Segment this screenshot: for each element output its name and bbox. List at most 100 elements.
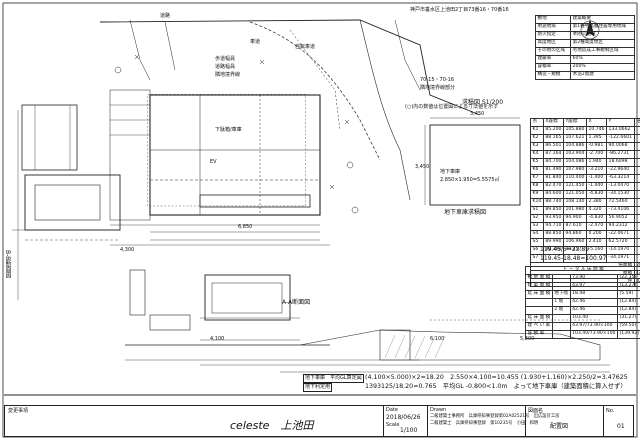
area-calc-title: 求積図 S1/200 [462,99,504,106]
coord-cell: 56.9052 [606,214,635,223]
date-value: 2018/06/26 [386,414,421,421]
coord-cell: 84.700 [542,158,564,167]
section-sub-label-2: 地下利定用 [303,383,333,392]
coord-cell: -2.470 [585,222,608,231]
coord-cell: S1 [530,206,544,215]
summary-table: 敷地建築概要用途地域第1種中高層住居専用地域防火指定準防火地域高度地区第2種高度… [534,15,635,80]
coord-cell: 87.164 [542,150,564,159]
dim-sheet-left: 4,300 [120,247,135,253]
floor-cell: 延 床 面 積 [525,290,553,299]
summary-cell: 構造・規模 [534,71,572,80]
left-section-label: B-B断面図 [4,250,11,279]
floor-cell: (12.84) [616,306,640,315]
coord-cell: 82.470 [542,182,564,191]
coord-cell-empty [633,142,640,151]
coord-cell: 107.621 [562,134,587,143]
coord-header-cell: 点 [530,118,544,127]
summary-cell: 用途地域 [534,23,572,32]
coord-cell: K3 [530,142,544,151]
coord-cell: 81.840 [542,174,564,183]
coord-cell-empty [633,214,640,223]
coord-cell: -63.3214 [606,174,635,183]
coord-header-cell: Y座標 [562,118,587,127]
coord-cell: 72.5460 [606,198,635,207]
coord-cell: 2.410 [585,238,608,247]
floor-cell: 1 階 [551,298,571,307]
coord-cell: 105.880 [562,126,587,135]
coord-cell: -22.9640 [606,166,635,175]
floor-cell: 73.90 [569,274,618,283]
summary-cell: その他の区域 [534,47,572,56]
coord-header-cell: X座標 [542,118,564,127]
coord-cell: S3 [530,222,544,231]
coord-cell: 133.0662 [606,126,635,135]
coord-cell: -5.160 [585,246,608,255]
floor-cell [551,282,571,291]
coord-cell-empty [633,134,640,143]
coord-cell-empty [633,166,640,175]
coord-cell: K8 [530,182,544,191]
coord-cell: 85.200 [542,126,564,135]
date-label: Date [386,407,398,413]
elevator-label: EV [210,159,217,165]
floor-cell: 42.46 [569,306,618,315]
title-block: 変更事項 celeste 上池田 Date 2018/06/26 Scale 1… [4,405,634,437]
section-sub-label-1: 地下車庫 平均GL算定図 [303,374,364,383]
dim-right-a: 3,450 [470,111,485,117]
floor-cell [525,298,553,307]
top-right-note: 神戸市垂水区上池田2丁目73番16・70番16 [410,7,509,13]
dim-right-b: 3,450 [415,164,430,170]
hatch-note: (○)内の数値は位置図による寸法値を示す [405,104,499,110]
coord-cell: -1.400 [585,174,608,183]
summary-row: 防火指定準防火地域 [534,31,635,40]
coord-cell-empty [633,198,640,207]
coord-cell: 1.940 [585,158,608,167]
coord-cell: 104.086 [562,158,587,167]
summary-row: その他の区域宅地造成工事規制区域 [534,47,635,56]
coord-cell: 103.904 [562,150,587,159]
floor-cell: 建 築 面 積 [525,282,553,291]
coord-cell: 110.400 [562,174,587,183]
floor-cell: 容 積 率 [525,330,553,339]
floor-cell: 103.40 [569,314,618,323]
coord-cell: 93.950 [542,214,564,223]
summary-cell: 第1種中高層住居専用地域 [570,23,635,32]
coord-cell: 2.380 [585,198,608,207]
coord-cell: 107.980 [562,166,587,175]
coord-cell: K6 [530,166,544,175]
coord-cell: 81.490 [542,166,564,175]
underground-label: 地下車庫 [440,169,461,175]
coord-cell: 101.980 [562,206,587,215]
coord-cell: -1.440 [585,182,608,191]
floor-cell: 43.97/73.90×100 [569,322,618,331]
summary-cell: 容積率 [534,63,572,72]
floor-cell: 2 階 [551,306,571,315]
dim-bottom-left: 4,100 [210,336,225,342]
floor-cell: 延 床 面 積 [525,314,553,323]
coord-cell: 1.395 [585,134,608,143]
coord-cell: 86.501 [542,142,564,151]
coord-cell: K7 [530,174,544,183]
coord-cell: 94.2312 [606,222,635,231]
coord-cell-empty [633,158,640,167]
coord-cell: K2 [530,134,544,143]
coord-cell: 121.450 [562,182,587,191]
coord-cell-empty [633,190,640,199]
coord-cell-empty [633,182,640,191]
coord-cell: 88.740 [542,198,564,207]
coord-cell: -4.830 [585,214,608,223]
floor-cell: (12.84) [616,298,640,307]
coord-cell: -122.6601 [606,134,635,143]
